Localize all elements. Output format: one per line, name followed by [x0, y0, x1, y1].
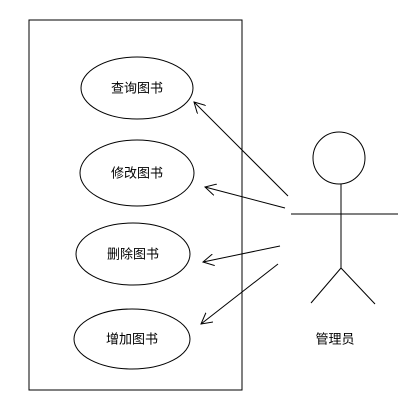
use-case-label: 删除图书	[107, 248, 159, 263]
use-case-query-book[interactable]: 查询图书	[80, 56, 194, 120]
actor-head	[312, 131, 366, 185]
arrow-to-delete-book	[203, 245, 281, 262]
arrow-to-add-book	[201, 263, 279, 324]
use-case-add-book[interactable]: 增加图书	[73, 308, 191, 370]
arrow-to-query-book	[194, 102, 289, 197]
use-case-ellipse	[73, 308, 191, 370]
arrow-to-modify-book	[205, 187, 286, 209]
use-case-modify-book[interactable]: 修改图书	[79, 139, 195, 207]
actor-admin[interactable]: 管理员	[291, 131, 398, 348]
use-case-delete-book[interactable]: 删除图书	[75, 222, 191, 286]
use-case-label: 查询图书	[111, 82, 163, 97]
use-case-label: 修改图书	[111, 167, 163, 182]
use-case-ellipse	[75, 222, 191, 286]
actor-left-leg	[310, 267, 342, 304]
use-case-label: 增加图书	[106, 333, 158, 348]
actor-label: 管理员	[315, 333, 354, 348]
association-arrows	[194, 102, 289, 324]
system-boundary	[28, 19, 243, 391]
actor-right-leg	[340, 267, 376, 305]
use-case-ellipse	[80, 56, 194, 120]
use-case-ellipse	[79, 139, 195, 207]
